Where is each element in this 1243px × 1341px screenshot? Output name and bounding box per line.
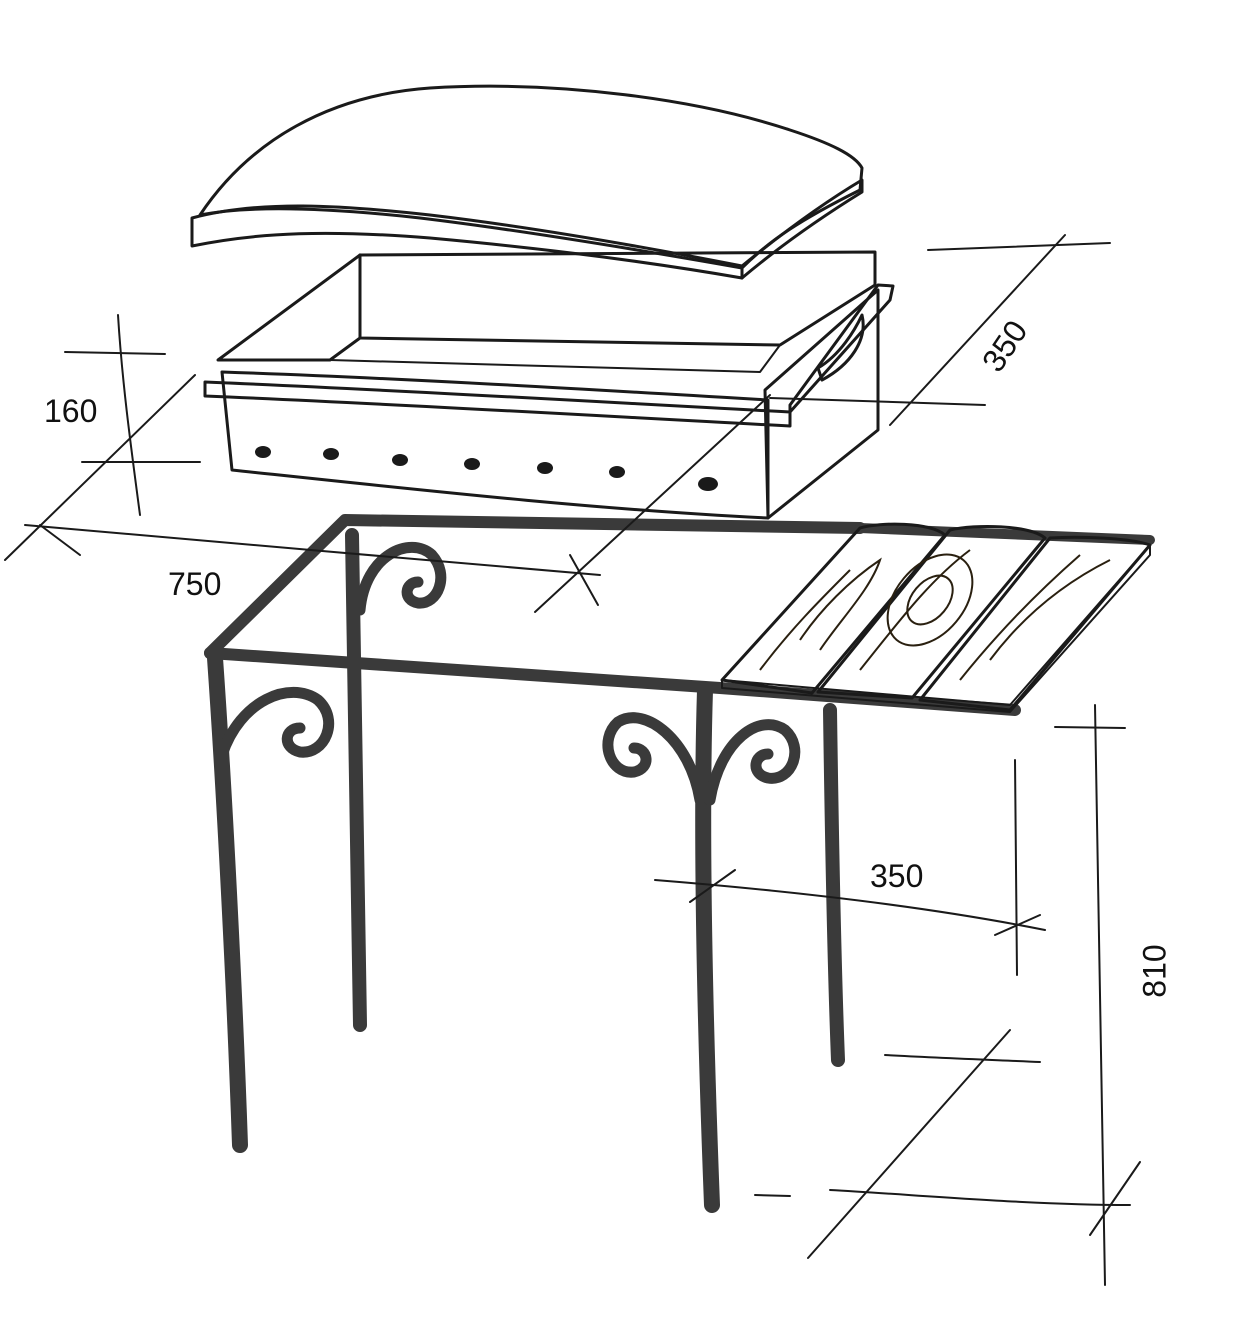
firebox-front: [220, 370, 770, 520]
firebox: [203, 250, 895, 520]
shelf-board-1: [720, 522, 947, 695]
lid: [190, 84, 864, 280]
scroll-ornaments: [216, 541, 801, 806]
shelf-underside: [721, 544, 1151, 713]
firebox-rim: [203, 380, 792, 428]
firebox-floor: [329, 337, 781, 373]
dimension-label-height-total: 810: [1136, 944, 1173, 998]
scroll-front-left: [216, 686, 335, 761]
firebox-back-wall: [358, 250, 877, 347]
scroll-back: [354, 541, 447, 616]
firebox-handle: [816, 313, 865, 382]
dimension-label-height-box: 160: [44, 393, 98, 429]
lid-top-surface: [198, 84, 864, 270]
firebox-rim-side: [788, 283, 895, 414]
dimension-lines: [4, 234, 1141, 1286]
dimension-label-length: 750: [168, 566, 222, 602]
air-holes: [255, 446, 718, 491]
firebox-right-side: [763, 288, 880, 520]
dimension-label-depth-shelf: 350: [870, 858, 924, 894]
scroll-front-mid-right: [704, 719, 801, 806]
shelf-board-2: [816, 524, 1047, 700]
wood-grain: [759, 549, 1111, 681]
lid-side-edge: [740, 178, 864, 280]
scroll-front-mid-left: [602, 712, 706, 806]
wooden-shelf: [720, 522, 1152, 713]
firebox-left-wall: [216, 253, 362, 362]
lid-front-edge: [190, 204, 744, 280]
stand-frame: [204, 514, 1155, 1213]
